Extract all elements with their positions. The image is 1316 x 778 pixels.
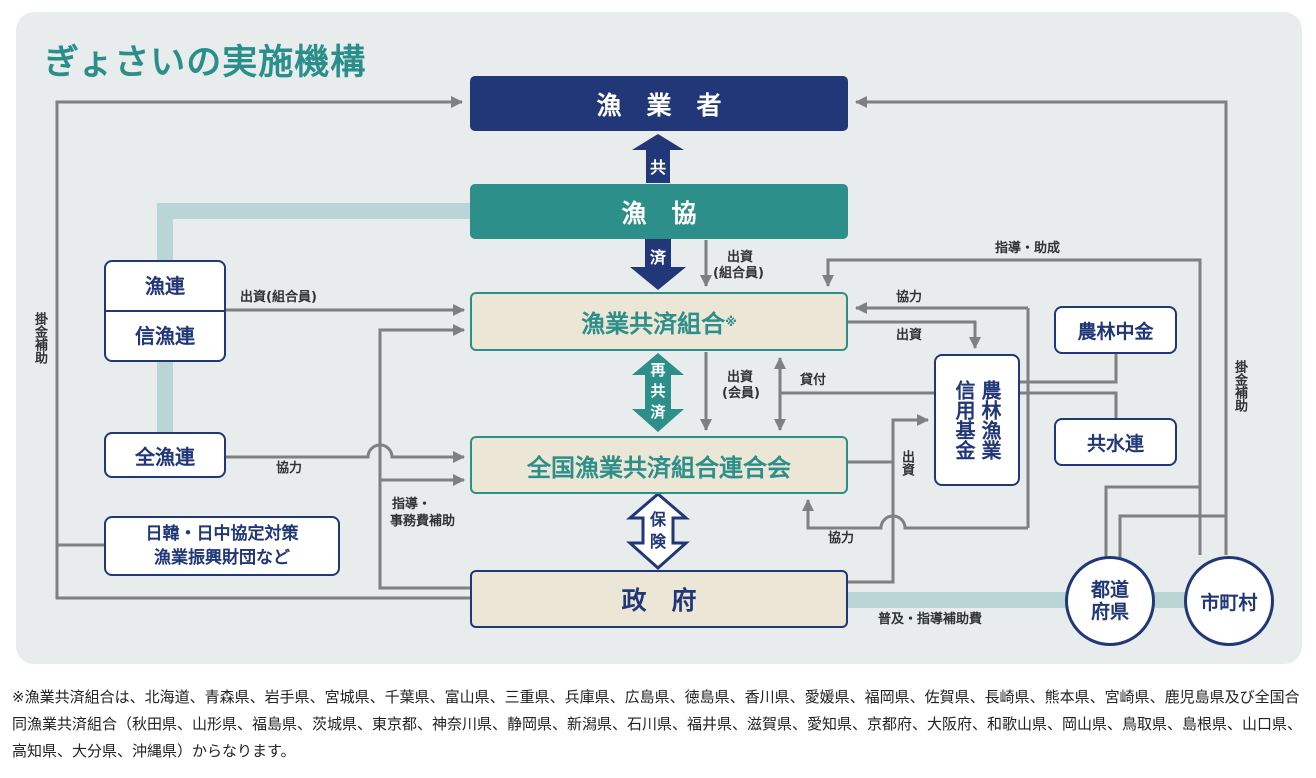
seifu-to-kikin — [848, 414, 929, 584]
node-shingyoren: 信漁連 — [135, 324, 195, 348]
label-shusshi-kaiin-2: (会員) — [722, 386, 760, 401]
diagram-title: ぎょさいの実施機構 — [44, 43, 367, 83]
node-kumiai-label: 漁業共済組合 — [581, 310, 726, 338]
node-rengokai-label: 全国漁業共済組合連合会 — [527, 453, 791, 482]
kakekin-left-line — [55, 96, 470, 600]
node-gyoren: 漁連 — [145, 274, 185, 298]
node-kyosuiren: 共水連 — [1054, 418, 1177, 466]
label-shusshi-right: 出資 — [896, 328, 923, 343]
divider — [106, 310, 224, 312]
node-seifu-label: 政 府 — [621, 586, 697, 615]
node-gyogyosha-label: 漁 業 者 — [596, 90, 722, 120]
label-kyoryoku-2: 協力 — [828, 531, 855, 546]
label-kyoryoku-zengyoren: 協力 — [276, 461, 303, 476]
node-zaidan: 日韓・日中協定対策 漁業振興財団など — [104, 516, 340, 576]
hoken-label: 保険 — [649, 510, 666, 551]
node-zengyoren-label: 全漁連 — [135, 444, 195, 469]
node-zaidan-line1: 日韓・日中協定対策 — [145, 524, 299, 544]
node-shichoson-label: 市町村 — [1200, 591, 1258, 614]
todofuken-stub — [1104, 485, 1200, 560]
label-kashitsuke: 貸付 — [800, 373, 827, 388]
footnote-mark: ※ — [725, 314, 737, 329]
node-norinchukin: 農林中金 — [1054, 306, 1177, 354]
node-kikin-col2: 信用基金 — [952, 380, 976, 460]
node-kikin-col1: 農林漁業 — [978, 380, 1002, 460]
node-shichoson: 市町村 — [1184, 556, 1274, 646]
footnote: ※漁業共済組合は、北海道、青森県、岩手県、宮城県、千葉県、富山県、三重県、兵庫県… — [12, 688, 1303, 760]
node-kumiai: 漁業共済組合 ※ — [470, 292, 848, 351]
node-zaidan-line2: 漁業振興財団など — [154, 548, 290, 568]
node-todofuken: 都道府県 — [1065, 556, 1155, 646]
node-kikin: 信用基金 農林漁業 — [934, 354, 1020, 486]
node-rengokai: 全国漁業共済組合連合会 — [470, 436, 848, 494]
node-seifu: 政 府 — [470, 570, 848, 628]
node-todofuken-label: 都道府県 — [1090, 579, 1129, 623]
label-shido-jimuhi-2: 事務費補助 — [390, 514, 456, 529]
saikyosai-arrow — [632, 353, 684, 432]
node-gyogyosha: 漁 業 者 — [470, 76, 848, 131]
label-kakekin-left: 掛金補助 — [32, 312, 47, 364]
sai-label: 済 — [649, 248, 666, 267]
label-shusshi-top-2: (組合員) — [713, 266, 764, 281]
label-kakekin-right: 掛金補助 — [1232, 360, 1247, 412]
node-gyokyo-label: 漁 協 — [621, 198, 697, 228]
node-kyosuiren-label: 共水連 — [1086, 432, 1144, 455]
shido-josei-line — [822, 258, 1202, 555]
label-fukyu: 普及・指導補助費 — [878, 612, 983, 627]
label-shusshi-vertical: 出資 — [899, 450, 914, 476]
kyoryoku-lower — [802, 499, 1028, 530]
node-zengyoren: 全漁連 — [104, 432, 226, 478]
kyo-label: 共 — [649, 158, 666, 177]
light-band-gyokyo-gyoren — [157, 203, 470, 432]
node-gyoren-group: 漁連 信漁連 — [104, 260, 226, 362]
kakekin-right-line — [855, 96, 1228, 555]
node-norinchukin-label: 農林中金 — [1077, 320, 1154, 343]
sai-arrow — [630, 238, 686, 290]
node-gyokyo: 漁 協 — [470, 184, 848, 239]
label-shusshi-top-1: 出資 — [727, 250, 754, 265]
saikyosai-label: 再共済 — [650, 361, 666, 421]
label-shido-josei: 指導・助成 — [995, 241, 1061, 256]
zengyoren-to-rengokai — [226, 443, 465, 463]
shichoson-stub — [1118, 514, 1226, 560]
kikin-to-kyosuiren — [1020, 391, 1118, 418]
label-kyoryoku-1: 協力 — [896, 290, 923, 305]
label-shusshi-kumiaiin-left: 出資(組合員) — [240, 290, 317, 305]
label-shido-jimuhi-1: 指導・ — [392, 497, 432, 512]
label-shusshi-kaiin-1: 出資 — [727, 370, 754, 385]
seifu-to-kumiai — [378, 324, 470, 590]
hoken-arrow — [625, 492, 691, 571]
kyo-arrow — [632, 134, 684, 183]
kikin-to-norinchukin — [1020, 354, 1118, 384]
kumiai-to-kikin-shusshi — [848, 320, 981, 349]
